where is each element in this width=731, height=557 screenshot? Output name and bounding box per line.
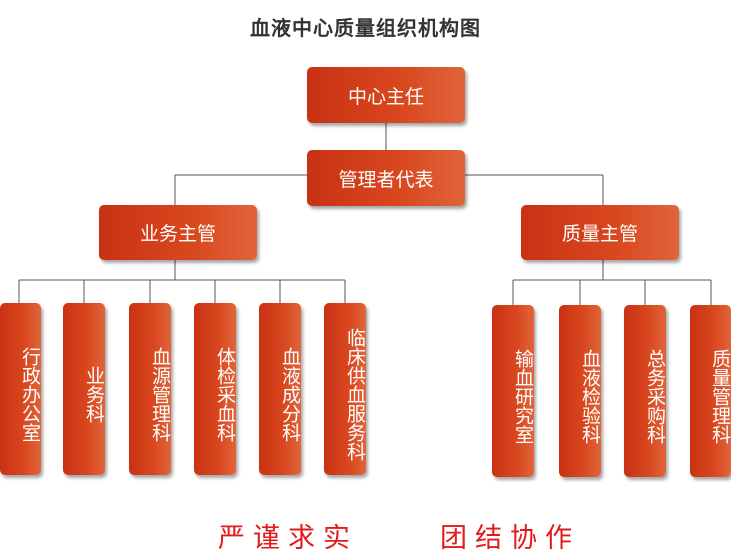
department-quality-management: 质量管理科 bbox=[690, 305, 731, 477]
department-blood-source-management: 血源管理科 bbox=[129, 303, 171, 475]
department-administration-office: 行政办公室 bbox=[0, 303, 41, 475]
slogan-unity: 团结协作 bbox=[440, 523, 580, 554]
department-physical-exam-collection: 体检采血科 bbox=[194, 303, 236, 475]
business-supervisor-node: 业务主管 bbox=[99, 205, 257, 260]
management-representative-node: 管理者代表 bbox=[307, 150, 465, 206]
slogan-rigorous: 严谨求实 bbox=[218, 523, 358, 554]
department-general-procurement: 总务采购科 bbox=[624, 305, 666, 477]
chart-title: 血液中心质量组织机构图 bbox=[250, 16, 481, 40]
department-transfusion-research: 输血研究室 bbox=[492, 305, 534, 477]
director-node: 中心主任 bbox=[307, 67, 465, 123]
department-blood-testing: 血液检验科 bbox=[559, 305, 601, 477]
department-clinical-supply-service: 临床供血服务科 bbox=[324, 303, 366, 475]
department-business: 业务科 bbox=[63, 303, 105, 475]
quality-supervisor-node: 质量主管 bbox=[521, 205, 679, 260]
department-blood-components: 血液成分科 bbox=[259, 303, 301, 475]
